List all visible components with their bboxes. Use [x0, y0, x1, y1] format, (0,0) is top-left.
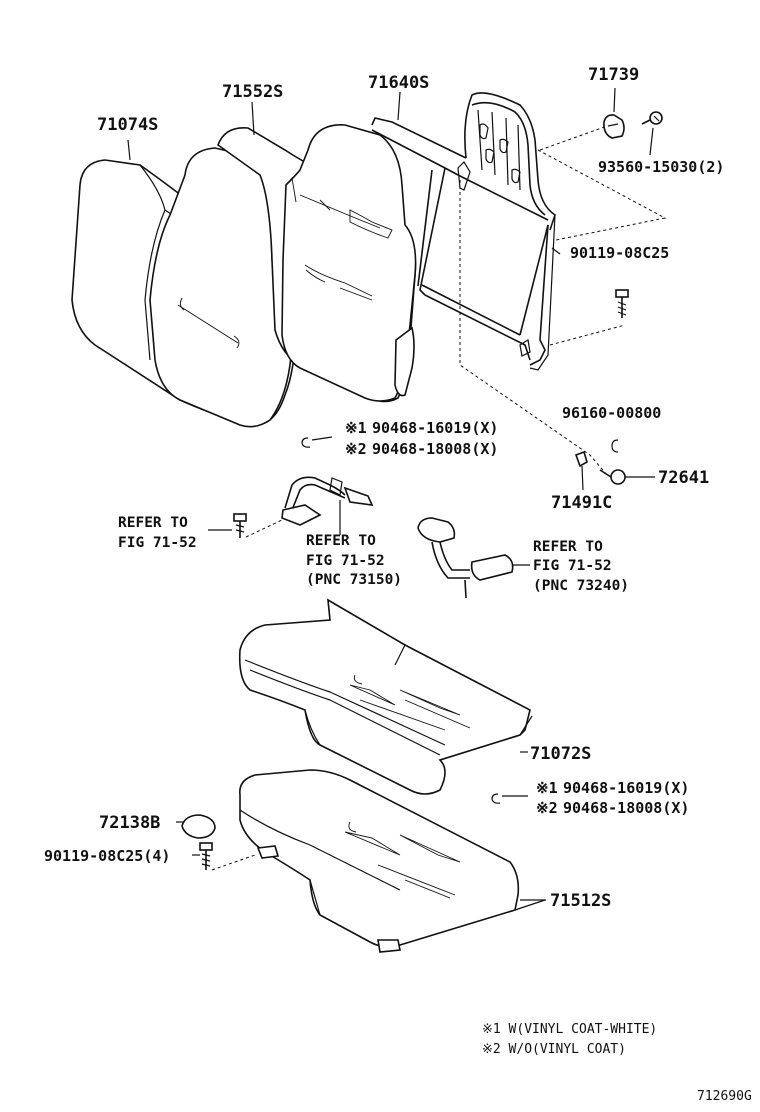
- bolt-90119-lower-drawing: [192, 842, 256, 871]
- callout-lower-mark2: ※2: [536, 799, 558, 817]
- callout-upper-mark1: ※1: [345, 419, 367, 437]
- label-71491C: 71491C: [551, 493, 612, 513]
- callout-upper-mark2: ※2: [345, 440, 367, 458]
- label-71072S: 71072S: [530, 744, 591, 764]
- label-71640S: 71640S: [368, 73, 429, 93]
- screw-93560-drawing: [641, 111, 663, 125]
- seatback-frame-drawing: [371, 92, 556, 371]
- callout-upper-line1: 90468-16019(X): [372, 419, 498, 437]
- label-72138B: 72138B: [99, 813, 160, 833]
- callout-upper-line2: 90468-18008(X): [372, 440, 498, 458]
- note-1: ※1 W(VINYL COAT-WHITE): [482, 1022, 657, 1037]
- callout-lower-mark1: ※1: [536, 779, 558, 797]
- refer-left-line1: REFER TO: [118, 515, 188, 531]
- refer-right-line3: (PNC 73240): [533, 578, 629, 594]
- seatbelt-left-drawing: [281, 476, 374, 535]
- clip-96160-drawing: [611, 439, 619, 453]
- label-93560: 93560-15030(2): [598, 158, 724, 176]
- cap-lower-drawing: [491, 793, 501, 804]
- cap-72138B-drawing: [181, 814, 216, 839]
- knob-72641-drawing: [599, 469, 655, 485]
- cap-upper-drawing: [301, 437, 311, 448]
- callout-lower-line2: 90468-18008(X): [563, 799, 689, 817]
- label-96160: 96160-00800: [562, 404, 661, 422]
- clip-71739-drawing: [603, 114, 625, 139]
- label-90119-lower: 90119-08C25(4): [44, 847, 170, 865]
- label-71074S: 71074S: [97, 115, 158, 135]
- label-71512S: 71512S: [550, 891, 611, 911]
- callout-lower-line1: 90468-16019(X): [563, 779, 689, 797]
- label-90119-upper: 90119-08C25: [570, 244, 669, 262]
- refer-mid-line3: (PNC 73150): [306, 572, 402, 588]
- label-72641: 72641: [658, 468, 709, 488]
- refer-right-line1: REFER TO: [533, 539, 603, 555]
- bolt-90119-upper-drawing: [615, 289, 629, 318]
- seatbelt-right-drawing: [417, 517, 530, 599]
- refer-mid-line1: REFER TO: [306, 533, 376, 549]
- label-71739: 71739: [588, 65, 639, 85]
- seat-cushion-pad-drawing: [238, 769, 546, 953]
- bolt-left-drawing: [208, 513, 283, 538]
- figure-id: 712690G: [697, 1089, 752, 1104]
- refer-left-line2: FIG 71-52: [118, 535, 197, 551]
- label-71552S: 71552S: [222, 82, 283, 102]
- seatback-pad-front: [281, 124, 417, 402]
- refer-mid-line2: FIG 71-52: [306, 553, 385, 569]
- refer-right-line2: FIG 71-52: [533, 558, 612, 574]
- seat-cushion-cover-drawing: [238, 598, 533, 795]
- bushing-71491C-drawing: [574, 450, 588, 491]
- note-2: ※2 W/O(VINYL COAT): [482, 1042, 626, 1057]
